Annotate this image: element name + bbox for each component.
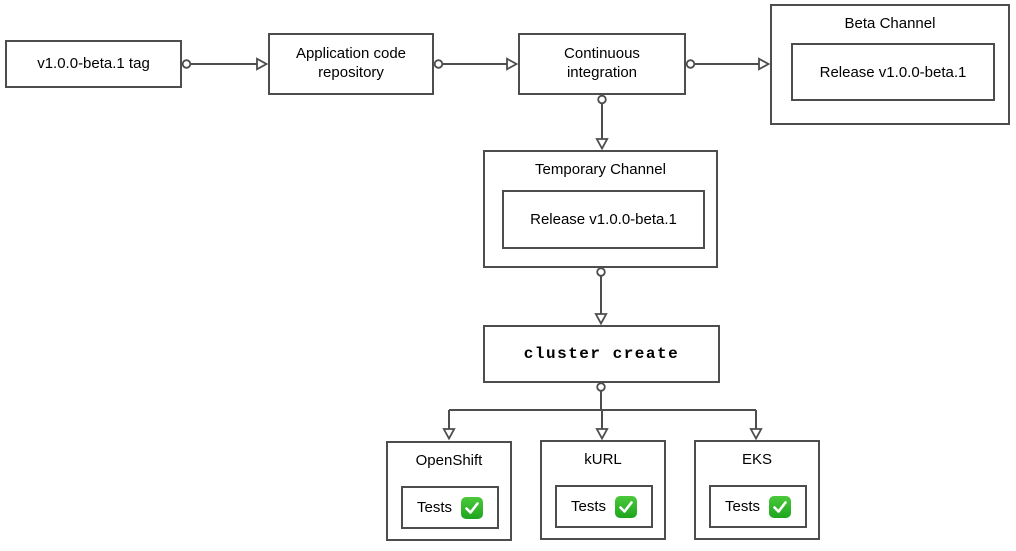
group-beta-channel-title: Beta Channel: [844, 15, 936, 32]
group-kurl: kURL Tests: [540, 440, 666, 540]
check-mark-icon: [615, 495, 637, 518]
arrow-temp-channel-to-cluster-create: [594, 267, 608, 326]
group-eks: EKS Tests: [694, 440, 820, 540]
kurl-tests-label: Tests: [570, 498, 606, 515]
group-beta-channel: Beta Channel Release v1.0.0-beta.1: [770, 4, 1010, 125]
arrow-ci-to-beta-channel: [685, 57, 771, 71]
node-continuous-integration: Continuous integration: [518, 33, 686, 95]
temporary-release-label: Release v1.0.0-beta.1: [530, 211, 677, 228]
arrow-ci-to-temp-channel: [595, 94, 609, 151]
beta-release-box: Release v1.0.0-beta.1: [791, 43, 995, 101]
openshift-tests-label: Tests: [416, 499, 452, 516]
eks-tests-box: Tests: [709, 485, 807, 528]
kurl-tests-box: Tests: [555, 485, 653, 528]
check-mark-icon: [461, 496, 483, 519]
group-temporary-channel: Temporary Channel Release v1.0.0-beta.1: [483, 150, 718, 268]
node-version-tag: v1.0.0-beta.1 tag: [5, 40, 182, 88]
group-kurl-title: kURL: [584, 451, 622, 468]
group-temporary-channel-title: Temporary Channel: [535, 161, 666, 178]
group-openshift-title: OpenShift: [415, 452, 483, 469]
eks-tests-label: Tests: [724, 498, 760, 515]
node-version-tag-label: v1.0.0-beta.1 tag: [37, 54, 150, 72]
node-cluster-create-label: cluster create: [523, 345, 680, 363]
beta-release-label: Release v1.0.0-beta.1: [819, 63, 967, 81]
node-application-code-repository: Application code repository: [268, 33, 434, 95]
openshift-tests-box: Tests: [401, 486, 499, 529]
group-openshift: OpenShift Tests: [386, 441, 512, 541]
node-cluster-create: cluster create: [483, 325, 720, 383]
arrow-cluster-create-to-platforms: [442, 382, 763, 441]
check-mark-icon: [769, 495, 791, 518]
node-application-code-repository-label: Application code repository: [295, 45, 407, 81]
arrow-tag-to-repo: [181, 57, 269, 71]
node-continuous-integration-label: Continuous integration: [564, 45, 640, 81]
temporary-release-box: Release v1.0.0-beta.1: [502, 190, 705, 249]
arrow-repo-to-ci: [433, 57, 519, 71]
group-eks-title: EKS: [741, 451, 772, 468]
